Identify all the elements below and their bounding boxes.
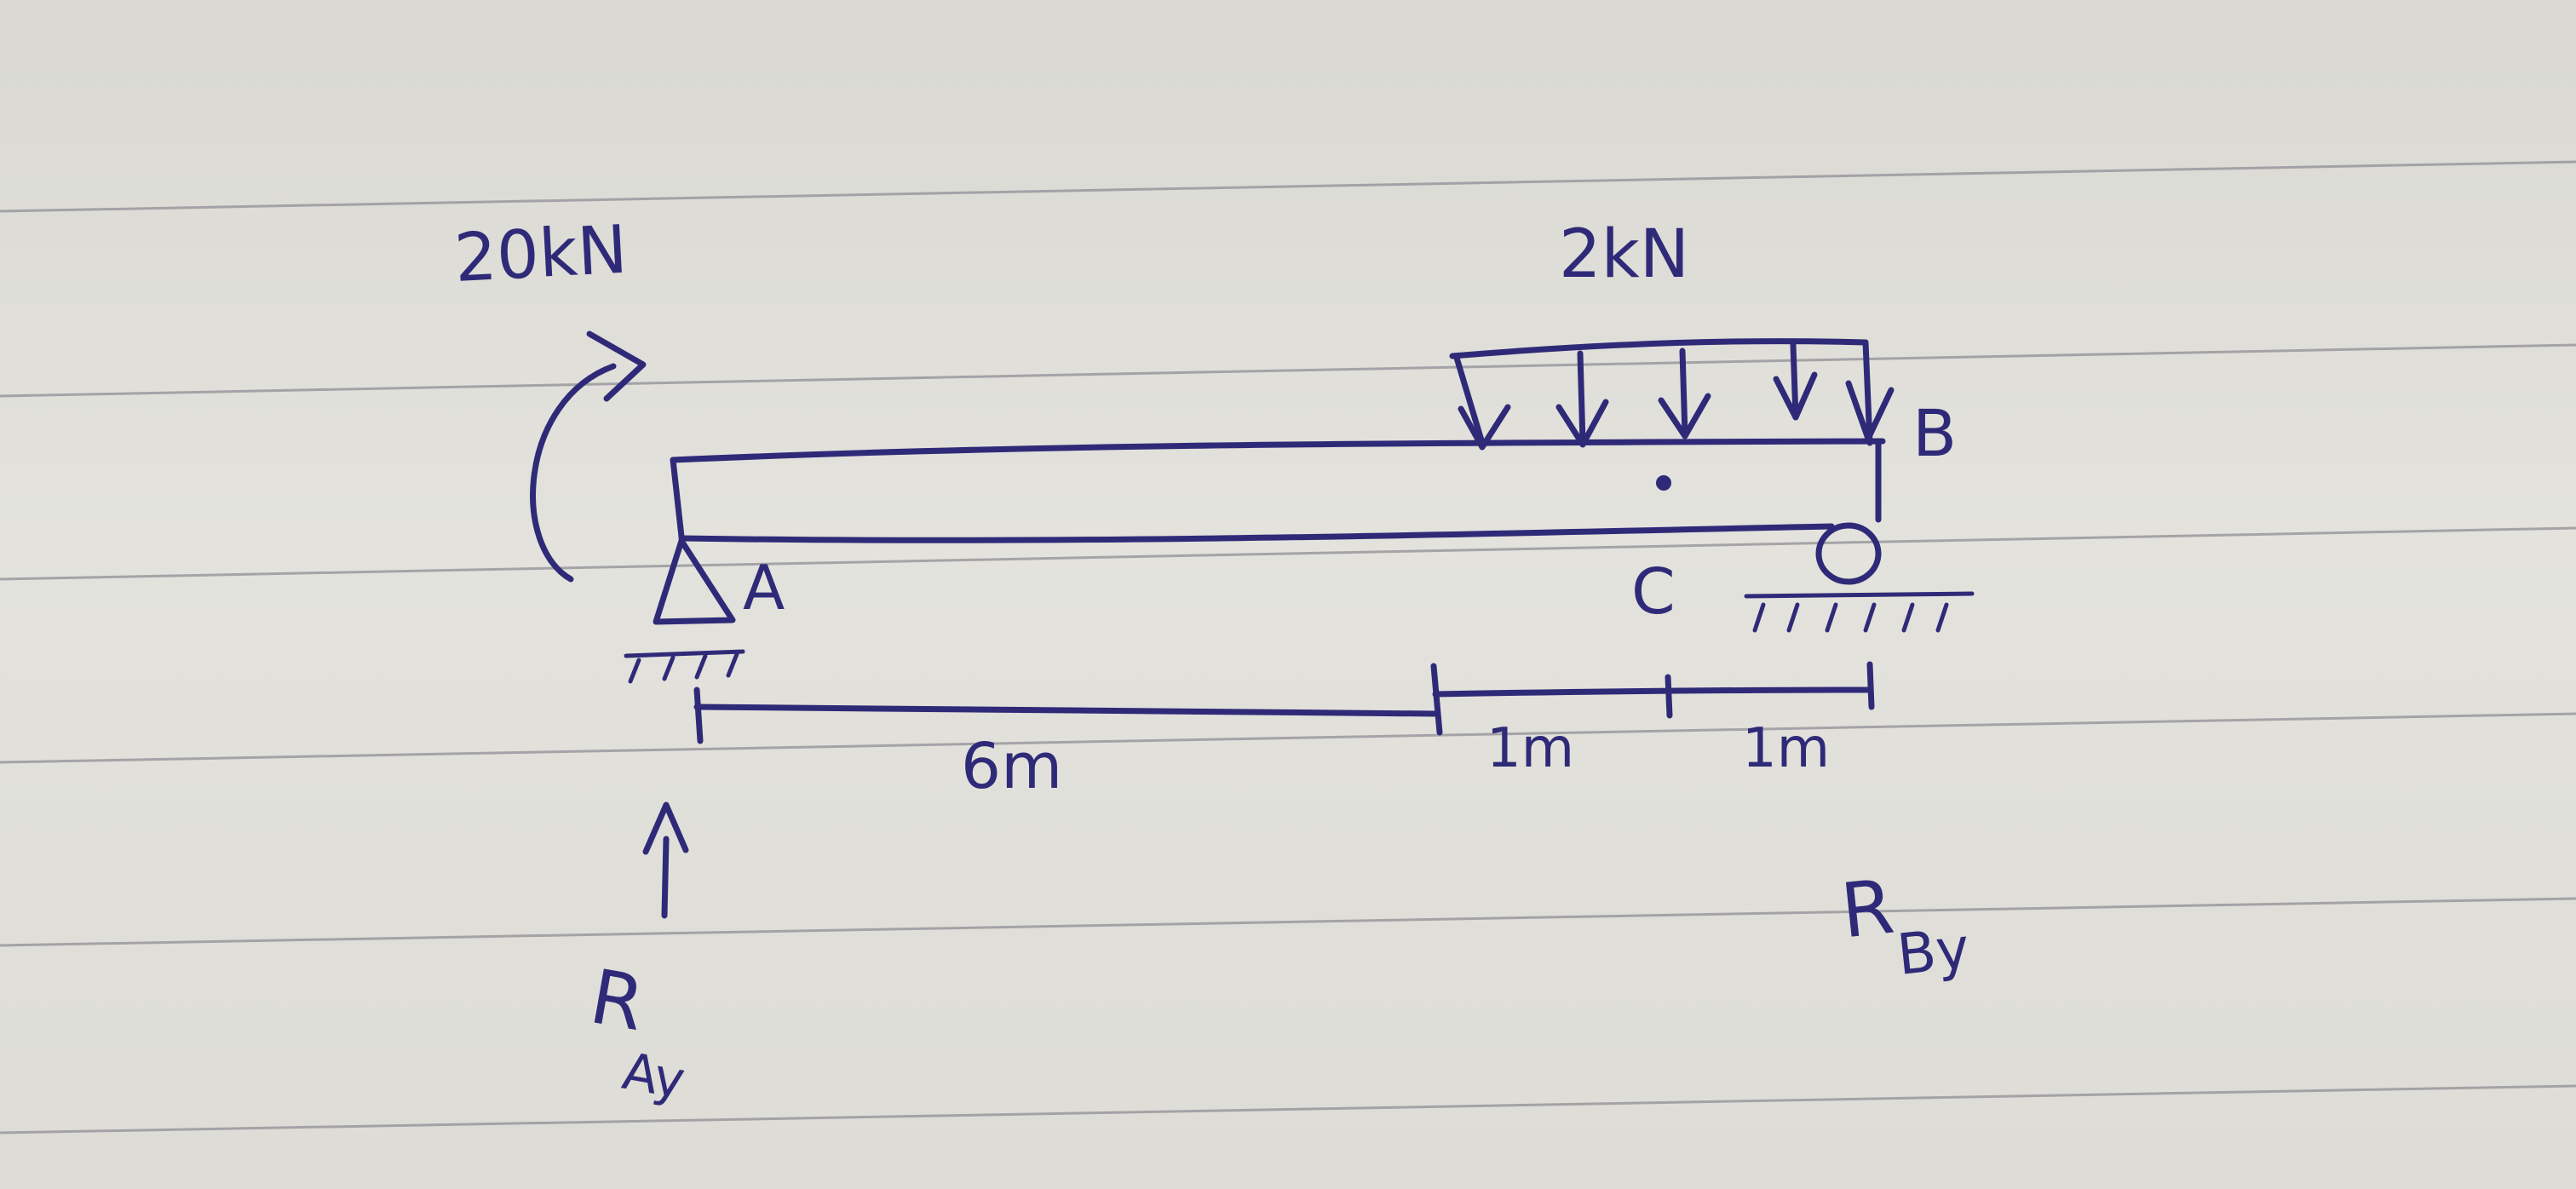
reaction-b-subscript: By (1895, 915, 1973, 987)
dimension-1m-label-left: 1m (1486, 717, 1574, 780)
roller-support-b (1744, 522, 1975, 633)
beam (670, 438, 1886, 543)
point-b-label: B (1912, 395, 1957, 471)
reaction-arrow-a (642, 801, 689, 919)
reaction-a-subscript: Ay (618, 1042, 690, 1111)
reaction-b-main: R (1837, 863, 1898, 956)
pin-support-a (624, 537, 745, 684)
point-c-label: C (1631, 555, 1676, 629)
reaction-b-label: R By (1837, 863, 1973, 988)
distributed-load (1449, 338, 1895, 451)
point-a-label: A (743, 552, 785, 623)
ruled-lines (0, 160, 2576, 1134)
moment-arrow (530, 330, 647, 583)
reaction-a-label: R Ay (584, 952, 690, 1111)
point-c-dot (1656, 475, 1671, 491)
moment-load-label: 20kN (452, 211, 629, 296)
dimension-6m-label: 6m (961, 730, 1062, 803)
distributed-load-label: 2kN (1559, 216, 1689, 293)
reaction-a-main: R (584, 952, 651, 1048)
dimension-1m-label-right: 1m (1742, 717, 1830, 780)
dimension-line (693, 661, 1875, 744)
